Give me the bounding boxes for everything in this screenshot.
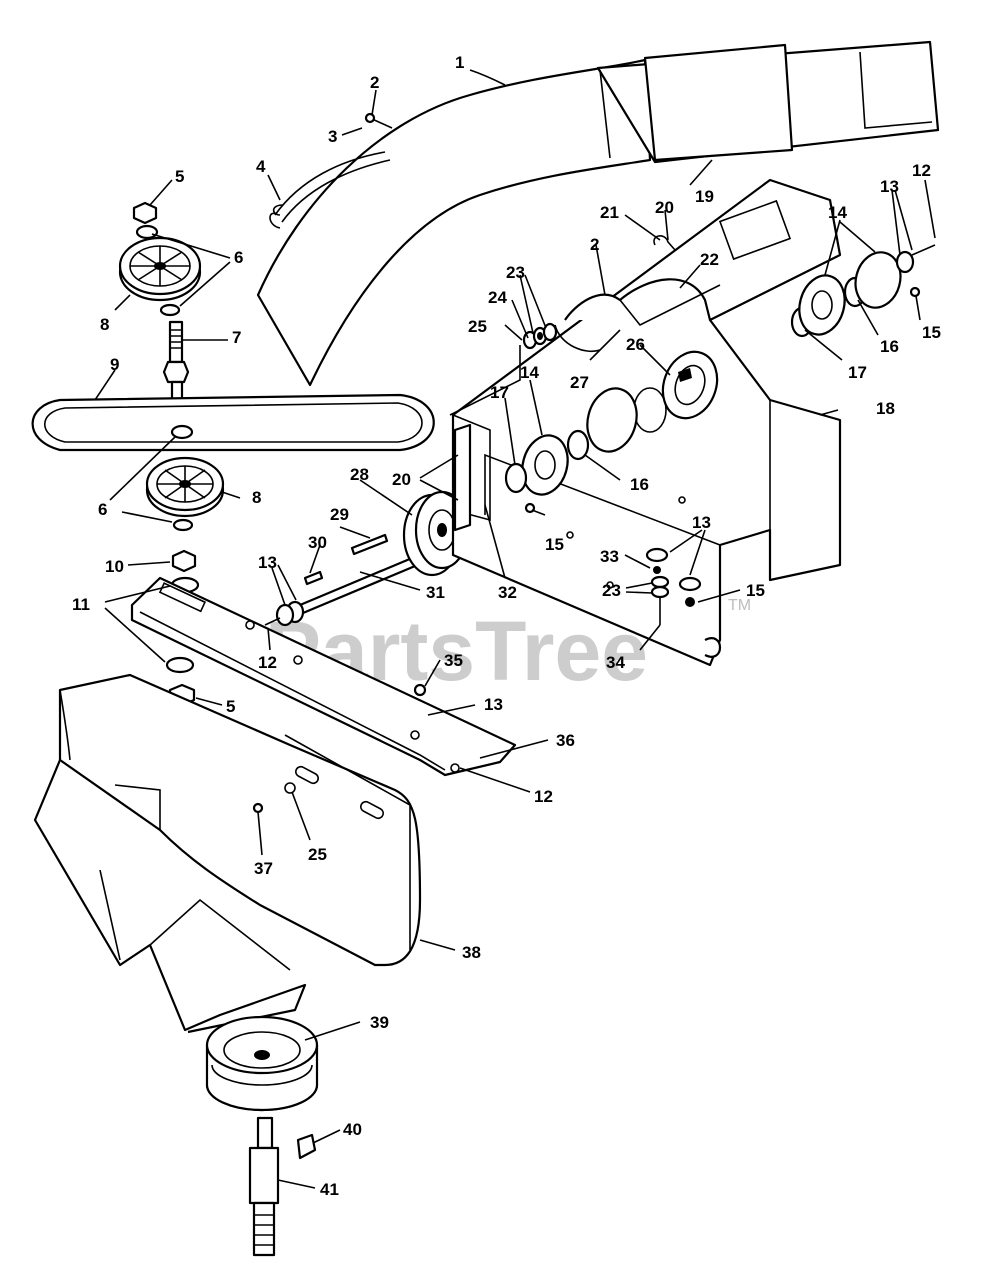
callout-15-left: 15 [545,535,564,554]
callout-13-lower: 13 [484,695,503,714]
callout-23-mid: 23 [602,581,621,600]
impeller-housing [449,178,842,667]
washer-mid [159,303,181,317]
callout-20-right: 20 [655,198,674,217]
callout-13-left: 13 [258,553,277,572]
callout-23-top: 23 [506,263,525,282]
washer-bottom [172,518,194,532]
key-29 [350,533,389,556]
callout-5: 5 [175,167,184,186]
deflector-strap [269,151,391,229]
belt-guard [33,673,422,1034]
v-belt [31,393,435,452]
callout-15-mid: 15 [746,581,765,600]
flange-14-left [521,434,569,496]
callout-30: 30 [308,533,327,552]
callout-39: 39 [370,1013,389,1032]
callout-28: 28 [350,465,369,484]
callout-32: 32 [498,583,517,602]
callout-29: 29 [330,505,349,524]
callout-14-right: 14 [828,203,847,222]
callout-25-lower: 25 [308,845,327,864]
callout-14-left: 14 [520,363,539,382]
callout-31: 31 [426,583,445,602]
callout-2-right: 2 [590,235,599,254]
mounting-plate [130,576,517,777]
callout-40: 40 [343,1120,362,1139]
bracket-20 [453,423,472,532]
callout-26: 26 [626,335,645,354]
callout-12-left: 12 [258,653,277,672]
shoulder-bolt [162,320,190,414]
bolt-washers-left [264,600,305,627]
discharge-chute [256,40,940,387]
callout-24: 24 [488,288,507,307]
flange-14-center [586,387,638,453]
callout-2: 2 [370,73,379,92]
pin-35 [413,683,427,697]
hardware-right [645,547,702,625]
callout-34: 34 [606,653,625,672]
callout-10: 10 [105,557,124,576]
callout-1: 1 [455,53,464,72]
pulley-28 [402,490,470,577]
callout-6c: 6 [98,500,107,519]
callout-37: 37 [254,859,273,878]
callout-11: 11 [72,595,90,614]
key-30 [303,570,324,586]
callout-13-mid: 13 [692,513,711,532]
callout-16-right: 16 [880,337,899,356]
callout-41: 41 [320,1180,339,1199]
washer-top [135,224,159,240]
callout-13-right: 13 [880,177,899,196]
callout-25-top: 25 [468,317,487,336]
callout-33: 33 [600,547,619,566]
washer-lower [170,424,194,440]
callout-8: 8 [100,315,109,334]
callout-36: 36 [556,731,575,750]
callout-6: 6 [234,248,243,267]
callout-21: 21 [600,203,619,222]
drive-pulley [205,1015,319,1112]
washer-11-bottom [165,656,195,674]
callout-4: 4 [256,157,266,176]
bearing-stack-right [790,244,936,338]
idler-pulley-top [118,236,202,302]
callout-27: 27 [570,373,589,392]
callout-20-left: 20 [392,470,411,489]
callout-labels: 1 2 3 4 5 6 6 8 7 9 6 8 10 11 5 28 29 30… [72,53,941,1199]
callout-12-right: 12 [912,161,931,180]
bearing-16-center [566,429,590,461]
nut-top [132,201,158,225]
nut-10 [171,549,197,573]
idler-pulley-lower [145,456,225,518]
callout-8b: 8 [252,488,261,507]
callout-16-left: 16 [630,475,649,494]
callout-22: 22 [700,250,719,269]
callout-9: 9 [110,355,119,374]
callout-35: 35 [444,651,463,670]
callout-15-right: 15 [922,323,941,342]
shaft-41 [248,1116,280,1257]
callout-19: 19 [695,187,714,206]
flange-14-left-bore [534,450,556,480]
bearing-26 [661,350,719,420]
screw-37 [252,802,264,814]
callout-38: 38 [462,943,481,962]
callout-5b: 5 [226,697,235,716]
watermark-tm: TM [728,597,751,614]
callout-3: 3 [328,127,337,146]
callout-12-lower: 12 [534,787,553,806]
bolt-top [364,112,393,129]
gasket-17-left [504,462,528,494]
callout-7: 7 [232,328,241,347]
callout-18: 18 [876,399,895,418]
callout-17-left: 17 [490,383,509,402]
leader-lines [94,69,936,1189]
key-40 [296,1133,317,1160]
pin-21 [653,235,676,251]
callout-17-right: 17 [848,363,867,382]
